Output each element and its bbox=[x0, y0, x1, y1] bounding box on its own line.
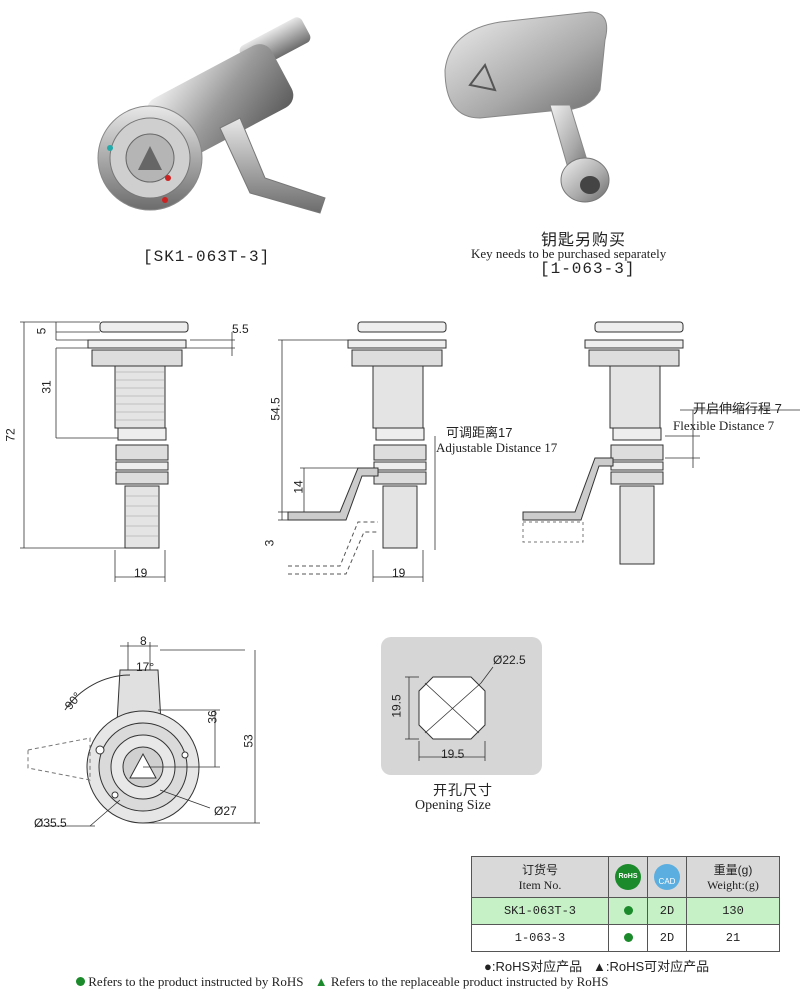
cad-icon: CAD bbox=[654, 864, 680, 890]
row-item: SK1-063T-3 bbox=[471, 897, 609, 925]
row-cad: 2D bbox=[647, 897, 687, 925]
key-photo bbox=[440, 10, 620, 220]
rohs-icon: RoHS bbox=[615, 864, 641, 890]
opening-h: 19.5 bbox=[389, 694, 404, 718]
rohs-dot-icon bbox=[623, 906, 633, 915]
order-table: 订货号 Item No. RoHS CAD 重量(g) Weight:(g) S… bbox=[471, 856, 780, 952]
dim-h1: 36 bbox=[205, 710, 220, 724]
row-rohs bbox=[608, 897, 648, 925]
key-caption-cn: 钥匙另购买 bbox=[541, 232, 627, 249]
dim-angle-small: 17° bbox=[136, 660, 155, 674]
legend-replace-text: Refers to the replaceable product instru… bbox=[330, 974, 609, 989]
row-weight: 21 bbox=[686, 924, 780, 952]
rohs-dot-icon bbox=[623, 933, 633, 942]
dim-stroke: 14 bbox=[291, 480, 306, 494]
flexible-label-cn: 开启伸缩行程 7 bbox=[693, 401, 782, 416]
opening-label-en: Opening Size bbox=[415, 798, 491, 813]
header-item-cn: 订货号 bbox=[521, 863, 558, 877]
dim-total: 72 bbox=[3, 428, 18, 442]
row-item: 1-063-3 bbox=[471, 924, 609, 952]
dim-width-2: 19 bbox=[392, 566, 406, 580]
key-caption-en: Key needs to be purchased separately bbox=[471, 246, 667, 261]
row-cad: 2D bbox=[647, 924, 687, 952]
key-code: [1-063-3] bbox=[540, 260, 636, 278]
dim-top: 5 bbox=[34, 327, 49, 335]
side-drawing-3: 开启伸缩行程 7 Flexible Distance 7 bbox=[515, 300, 800, 600]
rohs-dot-icon bbox=[76, 977, 85, 986]
dim-right: 5.5 bbox=[232, 322, 249, 336]
lock-photo bbox=[90, 8, 330, 228]
dim-width: 19 bbox=[134, 566, 148, 580]
table-row: SK1-063T-3 2D 130 bbox=[471, 897, 780, 925]
dim-d-outer: Ø35.5 bbox=[34, 816, 67, 830]
dim-handle: 8 bbox=[140, 634, 147, 648]
flexible-label-en: Flexible Distance 7 bbox=[673, 418, 775, 433]
header-cad: CAD bbox=[647, 856, 687, 898]
adjustable-label-cn: 可调距离17 bbox=[446, 425, 513, 440]
front-view: 8 17° 90° 36 53 Ø27 Ø35.5 bbox=[20, 630, 280, 840]
header-item-en: Item No. bbox=[518, 878, 562, 892]
header-rohs: RoHS bbox=[608, 856, 648, 898]
legend-en: Refers to the product instructed by RoHS… bbox=[76, 974, 608, 990]
dim-mid: 31 bbox=[39, 380, 54, 394]
dim-d-inner: Ø27 bbox=[214, 804, 237, 818]
header-weight-en: Weight:(g) bbox=[707, 878, 759, 892]
dim-h2: 53 bbox=[241, 734, 256, 748]
header-item: 订货号 Item No. bbox=[471, 856, 609, 898]
opening-panel: Ø22.5 19.5 19.5 bbox=[381, 637, 542, 775]
legend-rohs-text: Refers to the product instructed by RoHS bbox=[88, 974, 304, 989]
row-weight: 130 bbox=[686, 897, 780, 925]
side-drawing-2: 54.5 14 3 19 可调距离17 Adjustable Distance … bbox=[260, 300, 600, 600]
adjustable-label-en: Adjustable Distance 17 bbox=[436, 440, 558, 455]
lock-caption: [SK1-063T-3] bbox=[143, 248, 271, 266]
dim-height: 54.5 bbox=[268, 397, 283, 421]
header-weight-cn: 重量(g) bbox=[713, 863, 753, 877]
legend-cn: ●:RoHS对应产品 ▲:RoHS可对应产品 bbox=[484, 959, 710, 974]
row-rohs bbox=[608, 924, 648, 952]
opening-diag: Ø22.5 bbox=[493, 653, 526, 667]
header-weight: 重量(g) Weight:(g) bbox=[686, 856, 780, 898]
opening-w: 19.5 bbox=[441, 747, 465, 761]
table-row: 1-063-3 2D 21 bbox=[471, 924, 780, 952]
side-drawing-1: 5 5.5 31 72 19 bbox=[0, 300, 260, 600]
dim-bottom: 3 bbox=[262, 539, 277, 547]
opening-label-cn: 开孔尺寸 bbox=[433, 782, 493, 798]
triangle-icon: ▲ bbox=[314, 974, 328, 989]
